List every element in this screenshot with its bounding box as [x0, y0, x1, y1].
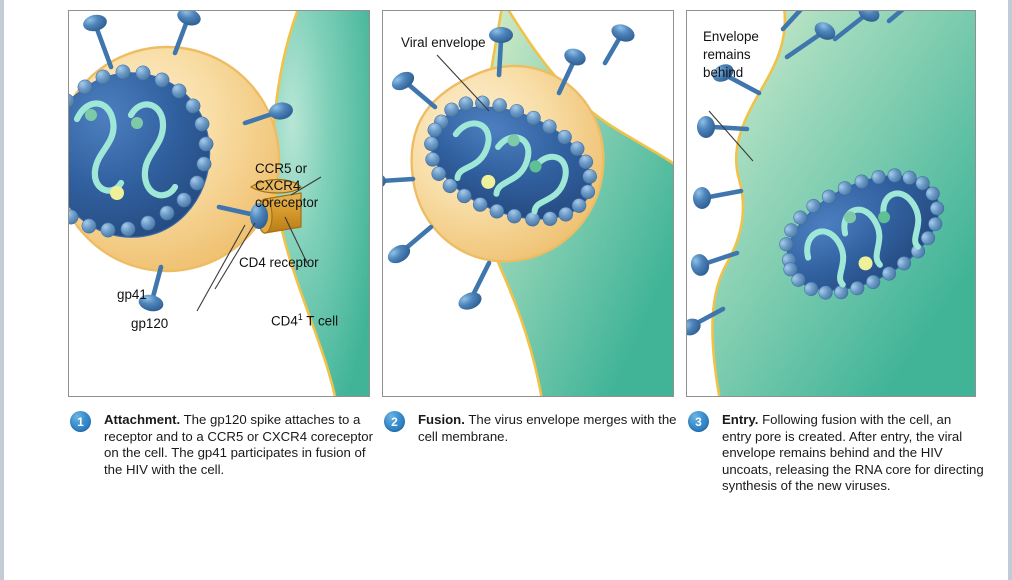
viral-capsid-core — [424, 95, 597, 227]
viral-capsid-core — [69, 64, 214, 238]
leader-lines — [196, 176, 322, 312]
step-badge-3: 3 — [688, 411, 709, 432]
caption-title-3: Entry. — [722, 412, 759, 427]
gp120-spikes — [687, 11, 905, 336]
panel-attachment: CCR5 or CXCR4 coreceptor CD4 receptor gp… — [68, 10, 370, 397]
label-gp41: gp41 — [117, 287, 147, 302]
panel-entry: Envelope remains behind — [686, 10, 976, 397]
caption-title-1: Attachment. — [104, 412, 181, 427]
caption-attachment: Attachment. The gp120 spike attaches to … — [104, 412, 376, 478]
gp120-spikes — [383, 24, 635, 310]
label-coreceptor-line2: CXCR4 — [255, 178, 301, 193]
step-badge-2: 2 — [384, 411, 405, 432]
caption-body-3: Following fusion with the cell, an entry… — [722, 412, 984, 494]
label-gp120: gp120 — [131, 316, 169, 331]
leader-line-viral-envelope — [436, 54, 490, 112]
label-viral-envelope: Viral envelope — [401, 35, 486, 50]
right-edge-bar — [1008, 0, 1012, 580]
panel-3-illustration — [687, 11, 975, 396]
label-coreceptor-line3: coreceptor — [255, 195, 319, 210]
label-coreceptor-line1: CCR5 or — [255, 161, 308, 176]
label-envelope-line2: remains — [703, 47, 751, 62]
viral-capsid-core — [779, 168, 945, 300]
rna-strand — [73, 100, 179, 199]
step-badge-1: 1 — [70, 411, 91, 432]
panel-fusion: Viral envelope — [382, 10, 674, 397]
caption-body-1: The gp120 spike attaches to a receptor a… — [104, 412, 373, 477]
caption-entry: Entry. Following fusion with the cell, a… — [722, 412, 984, 495]
panel-2-illustration — [383, 11, 673, 396]
caption-body-2: The virus envelope merges with the cell … — [418, 412, 677, 444]
core-dot — [110, 186, 124, 200]
coreceptor — [249, 178, 302, 194]
label-envelope-line1: Envelope — [703, 29, 759, 44]
core-dot — [131, 117, 143, 129]
gp120-spikes — [83, 11, 293, 312]
caption-fusion: Fusion. The virus envelope merges with t… — [418, 412, 680, 445]
leader-line-envelope-remains — [708, 110, 754, 162]
caption-title-2: Fusion. — [418, 412, 465, 427]
label-envelope-line3: behind — [703, 65, 744, 80]
gp120-binding-spike — [216, 203, 268, 229]
left-edge-bar — [0, 0, 4, 580]
label-cd4-t-cell: CD41 T cell — [271, 312, 339, 329]
core-dot — [85, 109, 97, 121]
panel-1-illustration — [69, 11, 369, 396]
label-cd4-receptor: CD4 receptor — [239, 255, 319, 270]
